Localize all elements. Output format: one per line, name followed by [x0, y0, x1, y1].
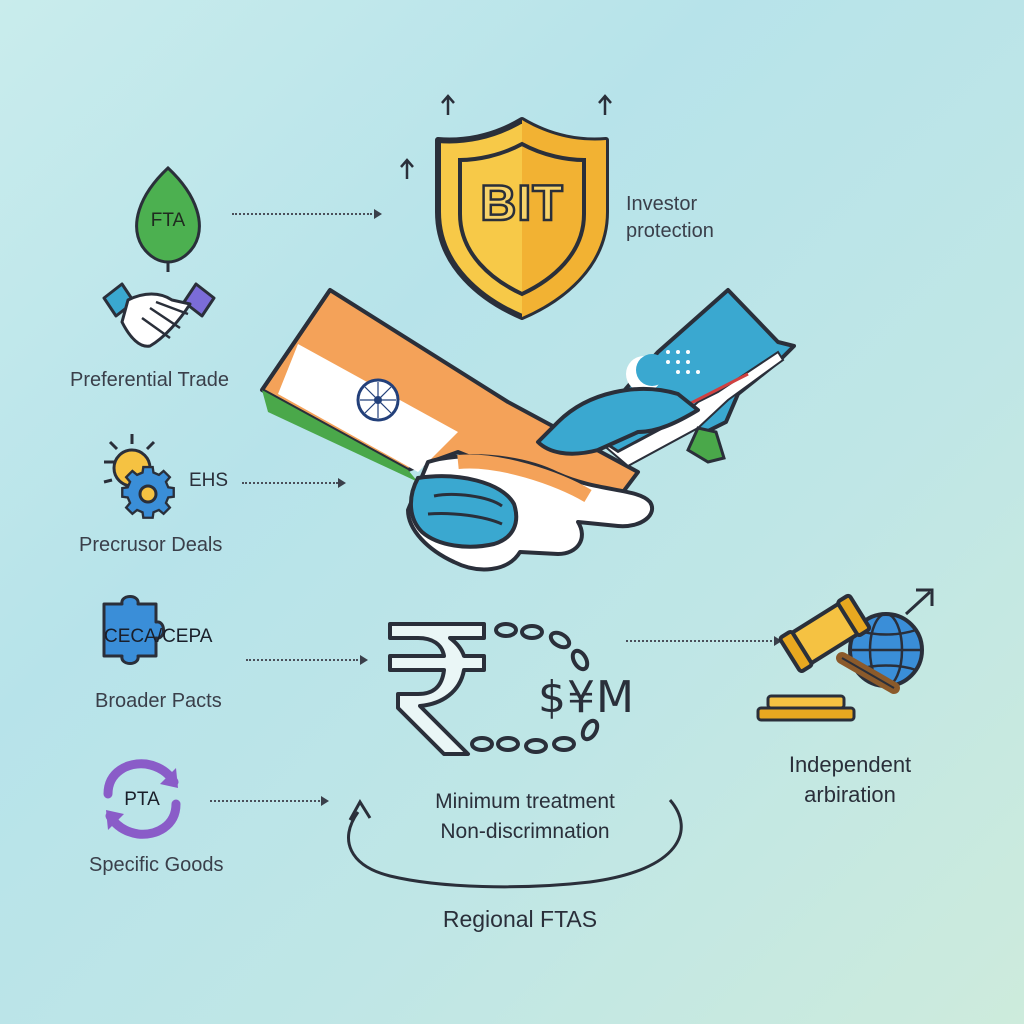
handshake-icon — [102, 282, 216, 348]
loop-arrow-icon — [347, 799, 683, 889]
bit-shield: BIT — [432, 116, 612, 321]
rupee-chain-icon — [388, 622, 600, 756]
arrow-right-icon — [774, 636, 782, 646]
puzzle-icon — [102, 595, 165, 665]
independent-label: Independent — [788, 752, 912, 777]
pta-connector — [210, 800, 320, 802]
specific-goods-label: Specific Goods — [89, 854, 224, 876]
precursor-deals-label: Precrusor Deals — [79, 534, 223, 556]
fta-label: FTA — [150, 210, 186, 231]
arrow-right-icon — [374, 209, 382, 219]
fta-connector — [232, 213, 372, 215]
pta-label: PTA — [124, 789, 160, 810]
investor-label: Investor — [626, 193, 698, 215]
regional-ftas-label: Regional FTAS — [442, 906, 598, 932]
gavel-globe-icon — [756, 588, 934, 722]
arrow-right-icon — [321, 796, 329, 806]
shield-label: BIT — [479, 174, 564, 233]
arbitration-label: arbiration — [804, 782, 896, 807]
leaf-icon — [135, 165, 201, 272]
up-arrow-icon — [598, 94, 612, 115]
ceca-cepa-label: CECA/CEPA — [104, 626, 213, 647]
protection-label: protection — [626, 220, 714, 242]
shield-icon — [435, 117, 609, 320]
preferential-trade-label: Preferential Trade — [70, 369, 229, 391]
arbitration-connector — [626, 640, 772, 642]
arrow-right-icon — [338, 478, 346, 488]
up-arrow-icon — [441, 94, 455, 115]
minimum-treatment-label: Minimum treatment — [435, 790, 615, 813]
non-discrimination-label: Non-discrimnation — [440, 820, 610, 843]
ehs-label: EHS — [189, 470, 229, 491]
ceca-connector — [246, 659, 358, 661]
handshake-flags-illustration — [260, 288, 796, 572]
cycle-arrows-icon — [103, 759, 181, 839]
up-arrow-icon — [400, 158, 414, 179]
currency-symbols: $¥M — [538, 672, 635, 723]
sun-gear-icon — [103, 434, 175, 519]
broader-pacts-label: Broader Pacts — [95, 690, 222, 712]
arrow-right-icon — [360, 655, 368, 665]
ehs-connector — [242, 482, 338, 484]
